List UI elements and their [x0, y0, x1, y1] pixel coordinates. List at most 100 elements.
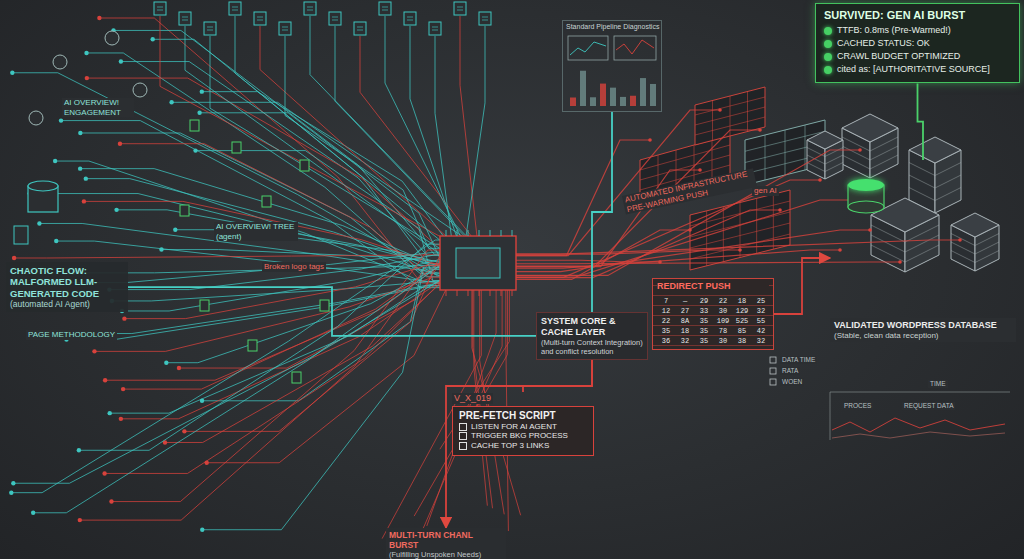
trace-node [10, 71, 14, 75]
mini-bar [600, 84, 606, 106]
node-text: cited as: [AUTHORITATIVE SOURCE] [837, 63, 1011, 76]
trace-node [84, 176, 88, 180]
trace-node [103, 378, 107, 382]
page-icon [154, 2, 166, 15]
icon-line [357, 30, 363, 31]
trace-node [868, 228, 872, 232]
flow-connector [918, 83, 924, 160]
chip-pin [457, 290, 458, 296]
mini-chart-line [570, 42, 606, 55]
circuit-trace [79, 244, 446, 450]
icon-line [357, 27, 363, 28]
server-rack-line [871, 235, 939, 252]
trace-node [97, 16, 101, 20]
circuit-trace [435, 36, 454, 254]
icon-line [157, 10, 163, 11]
circuit-trace [185, 26, 454, 264]
trace-node [193, 148, 197, 152]
icon-line [307, 10, 313, 11]
icon-line [307, 7, 313, 8]
trace-node [698, 168, 702, 172]
annotation-label: PAGE METHODOLOGY [26, 330, 117, 340]
icon-line [482, 20, 488, 21]
cache-trace [491, 150, 860, 275]
icon-line [207, 30, 213, 31]
trace-node [82, 199, 86, 203]
document-icon [14, 226, 28, 244]
cache-trace [508, 262, 900, 264]
chip-pin [457, 230, 458, 236]
trace-node [114, 208, 118, 212]
trace-node [53, 159, 57, 163]
mini-chart [568, 36, 608, 60]
icon-line [232, 7, 238, 8]
trace-node [37, 221, 41, 225]
grid-line [712, 101, 713, 141]
table-cell: 35 [657, 327, 675, 335]
grid-line [785, 130, 786, 175]
circuit-trace [86, 179, 457, 268]
code-file-icon [248, 340, 257, 351]
annotation-label: PROCES [842, 402, 873, 410]
trace-node [84, 51, 88, 55]
server-box [807, 131, 843, 149]
cache-trace [490, 250, 840, 268]
chart-axis [830, 392, 1010, 393]
table-cell: 38 [733, 337, 751, 345]
trace-node [200, 528, 204, 532]
circuit-trace [87, 53, 447, 277]
trace-node [151, 37, 155, 41]
trace-node [858, 148, 862, 152]
trace-node [122, 316, 126, 320]
circuit-trace [105, 263, 462, 380]
status-dot [824, 66, 832, 74]
trace-node [78, 518, 82, 522]
mini-chart [614, 36, 656, 60]
table-cell: 78 [714, 327, 732, 335]
circuit-trace [385, 16, 470, 255]
icon-line [257, 20, 263, 21]
table-cell: 18 [676, 327, 694, 335]
trace-node [78, 131, 82, 135]
chip-pin [479, 230, 480, 236]
icon-line [457, 7, 463, 8]
checkbox-icon [459, 432, 467, 440]
chip-pin [512, 230, 513, 236]
circuit-trace [285, 36, 473, 244]
node-heading: SURVIVED: GEN AI BURST [824, 9, 1011, 22]
chip-pin [512, 290, 513, 296]
trace-node [200, 89, 204, 93]
server-rack-line [871, 245, 939, 262]
redirect-table-box: REDIRECT PUSH [652, 278, 774, 350]
chip-pin [479, 290, 480, 296]
page-icon [479, 12, 491, 25]
trace-node [119, 417, 123, 421]
annotation-label: gen AI [752, 186, 779, 196]
chip-pin [468, 290, 469, 296]
mini-bar [580, 71, 586, 106]
code-file-icon [300, 160, 309, 171]
core-chip [440, 236, 516, 290]
database-icon [28, 181, 58, 191]
node-heading: CHAOTIC FLOW: MALFORMED LLM-GENERATED CO… [10, 265, 124, 299]
page-icon [329, 12, 341, 25]
diagnostics-panel: Standard Pipeline Diagnostics [562, 20, 662, 112]
mini-bar [640, 78, 646, 106]
trace-node [118, 142, 122, 146]
node-heading: SYSTEM CORE & CACHE LAYER [541, 316, 643, 338]
script-box: V_X_019PRE-FETCH SCRIPTLISTEN FOR AI AGE… [452, 392, 594, 456]
code-file-icon [320, 300, 329, 311]
code-file-icon [180, 205, 189, 216]
icon-line [257, 17, 263, 18]
database-node: VALIDATED WORDPRESS DATABASE(Stable, cle… [830, 160, 1016, 356]
node-text: (Multi-turn Context Integration) and con… [541, 338, 643, 356]
node-heading: V_X_019 [452, 393, 493, 404]
grid-line [747, 92, 748, 132]
server-rack-line [842, 155, 898, 169]
server-rack-line [909, 163, 961, 176]
server-box [951, 213, 999, 237]
page-icon [429, 22, 441, 35]
circuit-trace [202, 269, 442, 401]
